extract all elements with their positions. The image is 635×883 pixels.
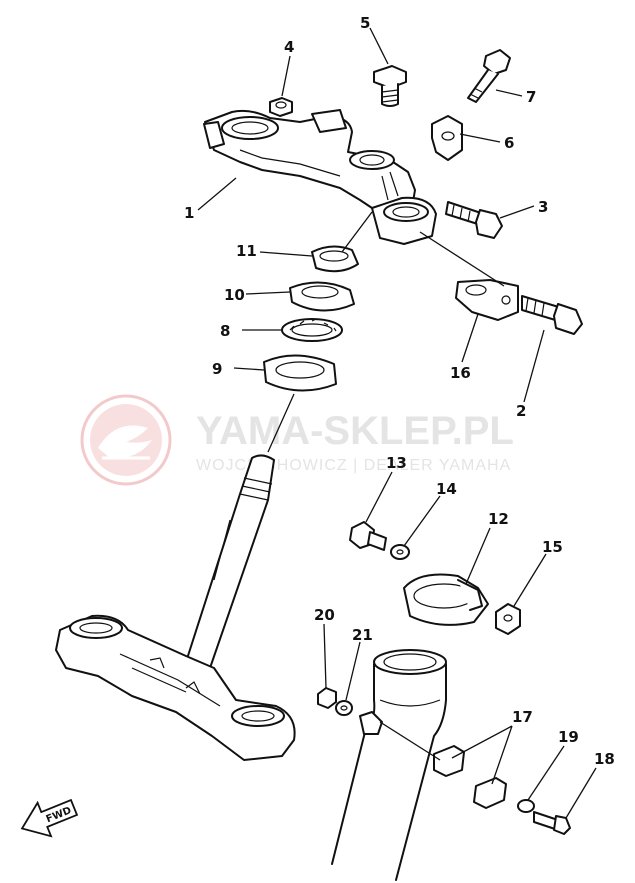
callout-21: 21 xyxy=(352,626,373,644)
callout-15: 15 xyxy=(542,538,563,556)
bolt-part-2 xyxy=(521,295,583,335)
callout-9: 9 xyxy=(212,360,222,378)
callout-3: 3 xyxy=(538,198,548,216)
callout-8: 8 xyxy=(220,322,230,340)
washer-part-19 xyxy=(517,799,535,813)
bolt-part-7 xyxy=(467,49,511,103)
steering-stem-part xyxy=(185,454,275,669)
callout-20: 20 xyxy=(314,606,335,624)
washer-part-14 xyxy=(390,544,410,560)
callout-17: 17 xyxy=(512,708,533,726)
holder-part-6 xyxy=(431,115,463,161)
washer-part-21 xyxy=(335,700,353,716)
callout-4: 4 xyxy=(284,38,294,56)
forward-direction-arrow-icon: FWD xyxy=(20,798,79,838)
callout-1: 1 xyxy=(184,204,194,222)
callout-5: 5 xyxy=(360,14,370,32)
watermark-subtitle: WOJCIECHOWICZ | DEALER YAMAHA xyxy=(196,457,511,474)
nut-part-15 xyxy=(495,603,521,635)
clamp-part-16 xyxy=(455,279,519,321)
fork-tube-part xyxy=(331,649,447,881)
bearing-cover-part-10 xyxy=(289,281,355,312)
watermark-logo-icon xyxy=(80,394,172,486)
cable-guide-part-17b xyxy=(473,777,507,809)
callout-19: 19 xyxy=(558,728,579,746)
flange-bolt-part-5 xyxy=(373,65,407,107)
callout-12: 12 xyxy=(488,510,509,528)
callout-2: 2 xyxy=(516,402,526,420)
cable-guide-part-17a xyxy=(433,745,465,777)
callout-13: 13 xyxy=(386,454,407,472)
callout-10: 10 xyxy=(224,286,245,304)
upper-bracket-part xyxy=(203,109,416,213)
pinch-clamp-part xyxy=(371,196,437,245)
bearing-part-9 xyxy=(263,354,337,392)
callout-18: 18 xyxy=(594,750,615,768)
watermark-title: YAMA-SKLEP.PL xyxy=(196,409,514,453)
nut-part-20 xyxy=(317,687,337,709)
callout-7: 7 xyxy=(526,88,536,106)
leader-lines xyxy=(197,27,597,819)
steering-nut-part-11 xyxy=(311,245,359,273)
callout-14: 14 xyxy=(436,480,457,498)
callout-6: 6 xyxy=(504,134,514,152)
callout-labels: 1 2 3 4 5 6 7 8 9 10 11 12 13 14 15 16 1… xyxy=(184,14,615,768)
guide-attach-line xyxy=(379,721,441,761)
bearing-part-8 xyxy=(281,318,343,342)
lower-bracket-part xyxy=(55,614,296,761)
bolt-part-18 xyxy=(533,811,571,835)
bolt-part-13 xyxy=(349,521,387,551)
callout-11: 11 xyxy=(236,242,257,260)
callout-16: 16 xyxy=(450,364,471,382)
nut-part-4 xyxy=(269,97,293,117)
clamp-ring-part-12 xyxy=(403,573,489,626)
watermark: YAMA-SKLEP.PL WOJCIECHOWICZ | DEALER YAM… xyxy=(80,394,514,486)
bolt-part-3 xyxy=(445,201,503,239)
